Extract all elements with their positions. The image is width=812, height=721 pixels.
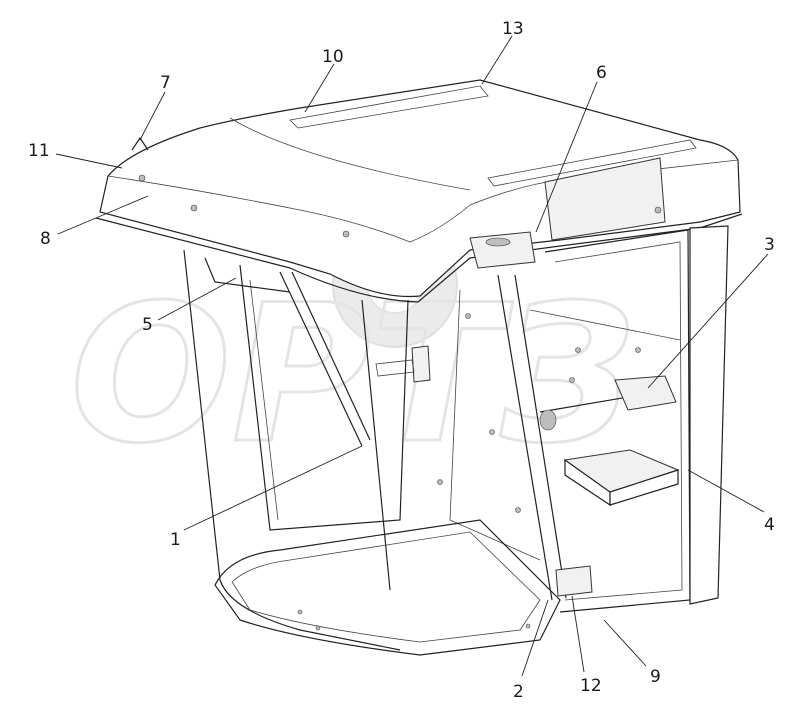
callout-1: 1 — [170, 530, 181, 550]
leader-7 — [139, 91, 166, 141]
callout-4: 4 — [764, 515, 775, 535]
leader-13 — [481, 35, 513, 85]
leader-lines — [55, 35, 769, 677]
leader-10 — [304, 63, 335, 113]
leader-12 — [571, 595, 585, 673]
callout-5: 5 — [142, 315, 153, 335]
callout-7: 7 — [160, 73, 171, 93]
leader-6 — [535, 81, 598, 233]
leader-2 — [521, 599, 549, 677]
callout-12: 12 — [580, 676, 602, 696]
leader-11 — [55, 153, 123, 169]
leader-1 — [183, 445, 363, 531]
callout-3: 3 — [764, 235, 775, 255]
leader-5 — [157, 277, 237, 321]
callout-9: 9 — [650, 667, 661, 687]
callout-13: 13 — [502, 19, 524, 39]
callout-10: 10 — [322, 47, 344, 67]
leader-4 — [687, 469, 765, 513]
cabin-body — [183, 225, 729, 656]
roof — [95, 79, 743, 303]
leader-3 — [647, 253, 769, 389]
callout-11: 11 — [28, 141, 50, 161]
leader-9 — [603, 619, 647, 667]
callout-labels: 1 2 3 4 5 6 7 8 9 10 11 12 13 — [28, 19, 775, 702]
watermark-text: ОРТЗ — [70, 264, 635, 485]
leader-8 — [57, 195, 149, 235]
callout-2: 2 — [513, 682, 524, 702]
callout-6: 6 — [596, 63, 607, 83]
callout-8: 8 — [40, 229, 51, 249]
